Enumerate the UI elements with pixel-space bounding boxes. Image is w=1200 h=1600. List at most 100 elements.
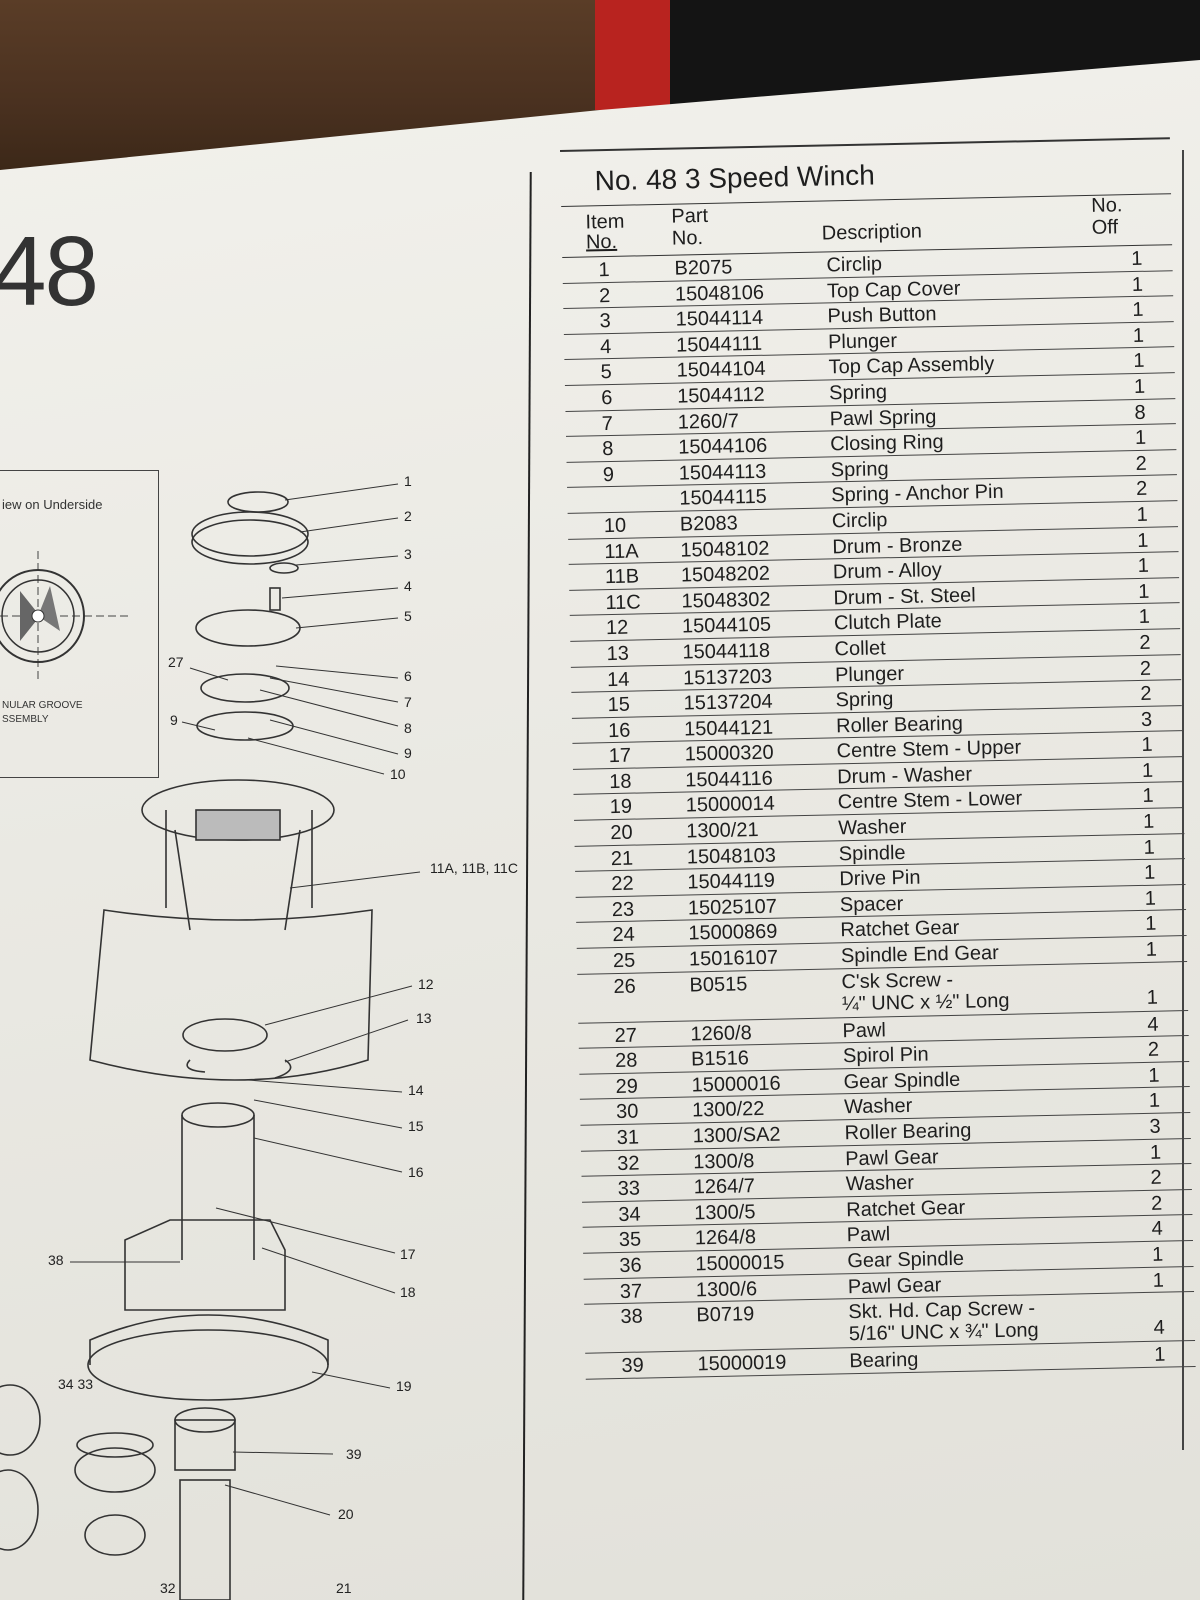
description-cell: Pawl Gear — [847, 1273, 942, 1298]
item-no-cell: 20 — [610, 821, 633, 845]
inset-caption-line-2: SSEMBLY — [2, 714, 49, 725]
item-no-cell: 9 — [602, 463, 615, 486]
part-no-cell: 15044118 — [682, 639, 771, 664]
part-no-cell: 1264/7 — [693, 1175, 756, 1199]
callout-5: 5 — [404, 608, 412, 624]
quantity-cell: 2 — [1140, 682, 1152, 706]
description-cell: Top Cap Cover — [826, 277, 961, 303]
part-no-cell: 15000015 — [695, 1251, 785, 1276]
quantity-cell: 1 — [1143, 836, 1155, 859]
item-no-cell: 13 — [606, 642, 630, 666]
part-no-cell: B2075 — [674, 256, 733, 280]
description-cell: Spindle End Gear — [840, 942, 1000, 968]
callout-21: 21 — [336, 1580, 352, 1596]
quantity-cell: 2 — [1135, 478, 1148, 501]
item-no-cell: 5 — [600, 361, 613, 384]
quantity-cell: 1 — [1144, 887, 1157, 910]
quantity-cell: 1 — [1131, 273, 1144, 296]
description-cell: Washer — [838, 815, 907, 840]
description-cell: Drive Pin — [839, 866, 921, 891]
description-cell-line-2: 5/16" UNC x ¾" Long — [848, 1319, 1039, 1346]
item-no-cell: 38 — [620, 1305, 643, 1329]
callout-8: 8 — [404, 720, 412, 736]
item-no-cell: 22 — [611, 872, 634, 896]
description-cell: Clutch Plate — [833, 610, 943, 635]
header-item-no-2: No. — [585, 230, 618, 254]
part-no-cell: B1516 — [690, 1047, 750, 1071]
part-no-cell: 15044111 — [675, 332, 763, 357]
item-no-cell: 4 — [599, 335, 612, 358]
part-no-cell: 15000016 — [691, 1072, 781, 1097]
part-no-cell: 1260/7 — [677, 409, 740, 434]
header-item-no-1: Item — [585, 210, 625, 234]
item-no-cell: 11C — [605, 591, 641, 614]
part-no-cell: 1300/6 — [695, 1277, 758, 1301]
quantity-cell: 1 — [1143, 861, 1156, 885]
item-no-cell: 21 — [610, 847, 634, 870]
callout-2: 2 — [404, 508, 412, 524]
quantity-cell: 1 — [1144, 913, 1157, 936]
description-cell: Drum - St. Steel — [833, 584, 976, 610]
part-no-cell: 15048102 — [680, 537, 770, 562]
callout-20: 20 — [338, 1506, 354, 1522]
callout-3: 3 — [404, 546, 412, 562]
quantity-cell: 1 — [1132, 299, 1144, 322]
item-no-cell: 29 — [615, 1075, 639, 1098]
description-cell: Plunger — [827, 329, 898, 354]
model-number: 48 — [0, 216, 99, 326]
item-no-cell: 23 — [611, 898, 635, 921]
description-cell: Pawl Gear — [844, 1145, 939, 1170]
quantity-cell: 1 — [1154, 1343, 1166, 1366]
item-no-cell: 2 — [598, 284, 611, 307]
item-no-cell: 14 — [606, 668, 630, 691]
part-no-cell: 15044115 — [679, 486, 768, 510]
exploded-winch-diagram — [0, 483, 421, 1600]
quantity-cell: 4 — [1147, 1013, 1159, 1036]
description-cell: Spring - Anchor Pin — [831, 481, 1004, 507]
description-cell: Ratchet Gear — [846, 1196, 966, 1222]
description-cell: Ratchet Gear — [840, 917, 960, 942]
part-no-cell: 15000019 — [697, 1351, 787, 1376]
part-no-cell: 1260/8 — [690, 1021, 752, 1046]
part-no-cell: 15048302 — [681, 588, 771, 613]
quantity-cell: 1 — [1148, 1064, 1160, 1087]
header-no-off-1: No. — [1091, 194, 1123, 217]
item-no-cell: 19 — [609, 796, 633, 819]
callout-16: 16 — [408, 1164, 424, 1180]
callout-9: 9 — [404, 745, 412, 761]
header-part-no-2: No. — [671, 227, 704, 250]
description-cell: Top Cap Assembly — [828, 353, 995, 379]
description-cell: Pawl — [842, 1018, 887, 1042]
part-no-cell: 1300/21 — [686, 819, 759, 843]
item-no-cell: 34 — [618, 1203, 641, 1226]
callout-10: 10 — [390, 766, 406, 782]
quantity-cell: 1 — [1136, 503, 1148, 526]
item-no-cell: 11B — [604, 565, 640, 589]
description-cell: Circlip — [831, 509, 888, 533]
description-cell: Washer — [845, 1172, 915, 1196]
item-no-cell: 10 — [603, 514, 627, 538]
inset-title: iew on Underside — [2, 497, 103, 512]
part-no-cell: 15044114 — [675, 306, 764, 331]
quantity-cell: 2 — [1139, 631, 1151, 654]
item-no-cell: 31 — [616, 1126, 640, 1150]
quantity-cell: 1 — [1146, 986, 1159, 1009]
item-no-cell: 6 — [600, 386, 613, 410]
item-no-cell: 35 — [618, 1228, 642, 1252]
item-no-cell: 11A — [604, 539, 639, 563]
callout-12: 12 — [418, 976, 434, 992]
callout-7: 7 — [404, 694, 412, 710]
callout-39: 39 — [346, 1446, 362, 1462]
description-cell: Gear Spindle — [847, 1247, 965, 1273]
part-no-cell: 15044104 — [676, 358, 766, 382]
quantity-cell: 8 — [1134, 401, 1146, 424]
part-no-cell: 15044105 — [681, 614, 772, 638]
description-cell: Drum - Bronze — [832, 533, 963, 558]
part-no-cell: B0515 — [689, 972, 748, 997]
callout-9-left: 9 — [170, 712, 178, 728]
quantity-cell: 3 — [1149, 1115, 1161, 1138]
part-no-cell: 15000320 — [684, 741, 774, 766]
description-cell: Washer — [843, 1095, 913, 1119]
description-cell: Roller Bearing — [844, 1119, 972, 1145]
callout-32: 32 — [160, 1580, 176, 1596]
